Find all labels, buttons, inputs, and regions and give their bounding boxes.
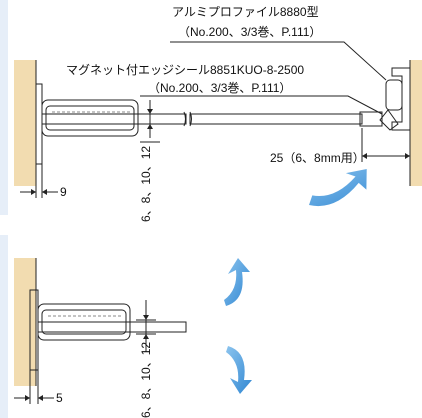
glass-pane-bottom (37, 321, 187, 333)
aluminium-profile (391, 67, 411, 131)
left-wall-top (14, 60, 36, 186)
seal-label: マグネット付エッジシール8851KUO-8-2500 (66, 63, 304, 77)
dim-25-label: 25（6、8mm用） (270, 151, 365, 165)
left-panel-strip-bottom (0, 235, 8, 418)
glass-pane-top-right (189, 113, 363, 125)
dim-9-label: 9 (60, 185, 67, 199)
top-figure: アルミプロファイル8880型 （No.200、3/3巻、P.111） マグネット… (14, 5, 422, 222)
right-wall-top (410, 60, 422, 186)
bottom-figure: 5 6、8、10、12 (14, 258, 252, 418)
dim-thickness-top: 6、8、10、12 (139, 146, 153, 222)
profile-ref: （No.200、3/3巻、P.111） (178, 25, 321, 39)
glass-pane-top-left (41, 113, 187, 125)
dim-5-label: 5 (56, 391, 63, 405)
seal-ref: （No.200、3/3巻、P.111） (148, 81, 291, 95)
profile-label: アルミプロファイル8880型 (172, 5, 319, 19)
fitting-plate-top (35, 83, 43, 165)
hinge-block-top (41, 99, 139, 137)
left-wall-bottom (14, 258, 36, 386)
left-panel-strip-top (0, 0, 8, 215)
edge-seal (359, 111, 383, 127)
swing-arrow-down (226, 346, 252, 394)
swing-arrow-up (224, 258, 250, 306)
dim-thickness-bottom: 6、8、10、12 (139, 342, 153, 418)
swing-arrow-top (309, 169, 367, 206)
